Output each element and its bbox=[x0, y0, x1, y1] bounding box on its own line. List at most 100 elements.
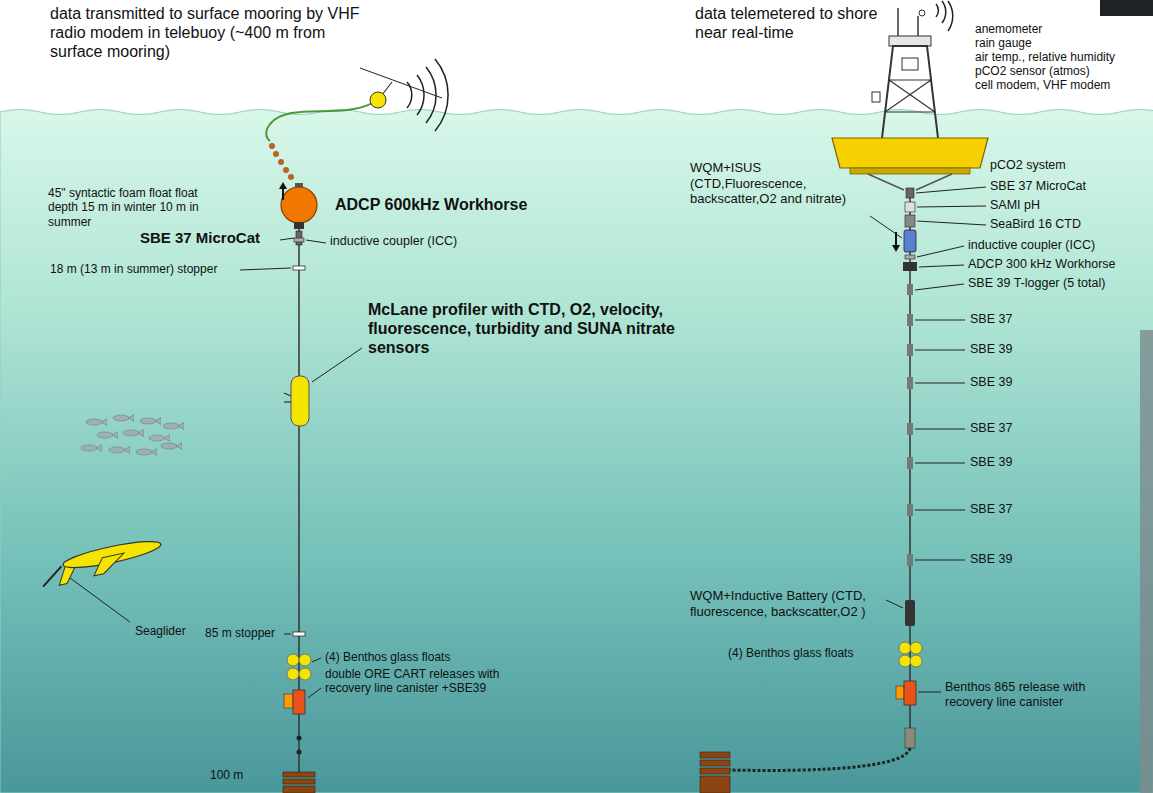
instrument bbox=[907, 457, 913, 469]
antenna bbox=[897, 8, 899, 36]
anchor bbox=[283, 779, 315, 784]
glass-float bbox=[287, 668, 299, 680]
fish bbox=[149, 435, 170, 442]
glass-float bbox=[287, 654, 299, 666]
chain-link bbox=[278, 159, 284, 165]
leader-line bbox=[284, 634, 291, 635]
glass-float bbox=[899, 655, 911, 667]
arrowhead bbox=[892, 245, 900, 252]
callout-label: (4) Benthos glass floats bbox=[728, 646, 853, 660]
fish bbox=[86, 419, 107, 426]
callout-label: SBE 39 T-logger (5 total) bbox=[968, 276, 1105, 291]
callout-label: SBE 39 bbox=[970, 552, 1012, 567]
profiler-sensor bbox=[284, 401, 291, 402]
leader-line bbox=[312, 658, 321, 662]
shackle bbox=[297, 750, 302, 755]
callout-label: data transmitted to surface mooring by V… bbox=[50, 4, 370, 62]
leader-line bbox=[917, 206, 986, 207]
callout-label: anemometer bbox=[975, 22, 1042, 36]
leader-line bbox=[915, 510, 965, 511]
fish bbox=[136, 449, 157, 456]
glider-wing bbox=[91, 553, 128, 576]
callout-label: SBE 37 bbox=[970, 312, 1012, 327]
callout-label: rain gauge bbox=[975, 36, 1032, 50]
surface-mooring bbox=[700, 1, 988, 793]
leader-line bbox=[308, 688, 321, 698]
radio-wave bbox=[942, 1, 946, 23]
leader-line bbox=[915, 320, 965, 321]
leader-line bbox=[915, 429, 965, 430]
glider-body bbox=[61, 536, 162, 572]
leader-line bbox=[870, 216, 902, 238]
leader-line bbox=[886, 600, 903, 608]
callout-label: WQM+ISUS (CTD,Fluorescence, backscatter,… bbox=[690, 160, 868, 207]
leader-line bbox=[919, 265, 964, 267]
callout-label: data telemetered to shore near real-time bbox=[695, 4, 880, 42]
leader-line bbox=[360, 68, 442, 98]
callout-label: SBE 37 bbox=[970, 421, 1012, 436]
leader-line bbox=[917, 246, 964, 257]
inductive-coupler bbox=[905, 255, 915, 259]
callout-label: pCO2 system bbox=[990, 158, 1066, 173]
callout-label: (4) Benthos glass floats bbox=[325, 650, 450, 664]
fish bbox=[81, 445, 102, 452]
adcp-arrow bbox=[282, 188, 284, 200]
callout-label: SBE 37 MicroCat bbox=[990, 179, 1086, 194]
chain-link bbox=[273, 151, 279, 157]
callout-label: SBE 37 bbox=[970, 502, 1012, 517]
leader-line bbox=[915, 560, 965, 561]
seaglider bbox=[38, 536, 165, 588]
acoustic-release bbox=[904, 681, 916, 705]
anchor bbox=[700, 760, 730, 766]
callout-label: 100 m bbox=[210, 768, 243, 782]
leader-line bbox=[915, 463, 965, 464]
instrument bbox=[907, 554, 913, 566]
callout-label: inductive coupler (ICC) bbox=[968, 238, 1095, 253]
callout-label: SBE 39 bbox=[970, 455, 1012, 470]
t-logger bbox=[907, 284, 913, 295]
fish bbox=[109, 447, 130, 454]
photo-strip bbox=[1140, 330, 1153, 793]
leader-line bbox=[240, 268, 291, 270]
fish bbox=[140, 418, 161, 425]
microcat bbox=[906, 188, 914, 198]
mooring-line bbox=[298, 222, 300, 772]
leader-line bbox=[915, 350, 965, 351]
callout-label: SBE 39 bbox=[970, 342, 1012, 357]
callout-label: 85 m stopper bbox=[205, 626, 275, 640]
callout-label: 18 m (13 m in summer) stopper bbox=[50, 262, 217, 276]
acoustic-release bbox=[293, 690, 305, 714]
fish-school bbox=[81, 415, 184, 456]
callout-label: Benthos 865 release with recovery line c… bbox=[945, 680, 1135, 710]
callout-label: Seaglider bbox=[135, 624, 186, 638]
inductive-coupler bbox=[294, 238, 304, 242]
chain-weight bbox=[905, 728, 915, 748]
leader-line bbox=[312, 348, 362, 382]
fish bbox=[123, 430, 144, 437]
leader-line bbox=[915, 284, 964, 290]
anchor bbox=[283, 772, 315, 777]
anchor bbox=[700, 768, 730, 774]
chain-link bbox=[288, 174, 294, 180]
anchor-chain bbox=[728, 748, 910, 770]
glass-float bbox=[299, 654, 311, 666]
adcp bbox=[294, 222, 304, 229]
instrument bbox=[907, 423, 913, 435]
arrowhead bbox=[279, 182, 287, 189]
instrument bbox=[907, 504, 913, 516]
callout-label: McLane profiler with CTD, O2, velocity, … bbox=[368, 300, 713, 358]
tower-top bbox=[889, 36, 931, 46]
glass-float bbox=[899, 642, 911, 654]
leader-line bbox=[916, 187, 986, 193]
callout-label: cell modem, VHF modem bbox=[975, 78, 1110, 92]
fish bbox=[97, 432, 118, 439]
instrument bbox=[907, 314, 913, 326]
chain-link bbox=[283, 167, 289, 173]
fish bbox=[161, 443, 182, 450]
callout-label: ADCP 300 kHz Workhorse bbox=[968, 257, 1116, 272]
anemometer-cup bbox=[919, 10, 925, 16]
sensor-box bbox=[902, 58, 918, 70]
sensor-box bbox=[872, 92, 880, 102]
leader-line bbox=[915, 383, 965, 384]
